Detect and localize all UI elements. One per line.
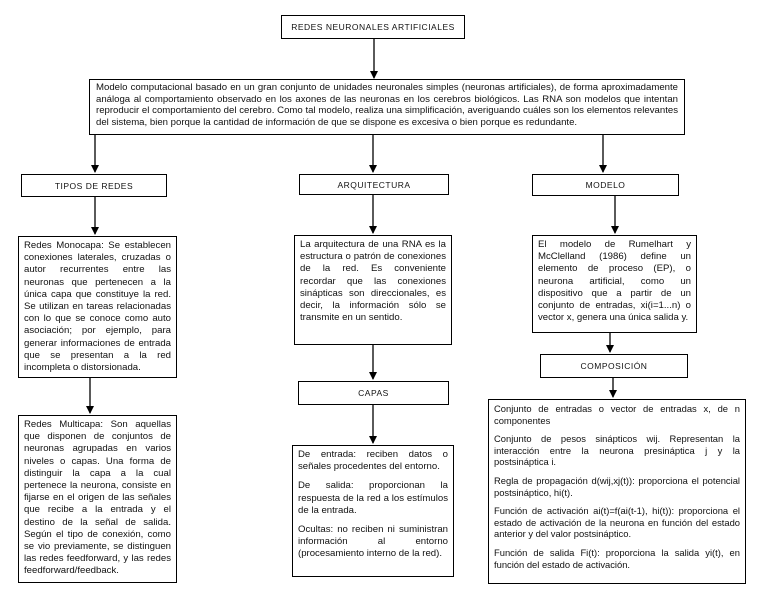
composicion-items-box: Conjunto de entradas o vector de entrada… xyxy=(488,399,746,584)
capa-entrada: De entrada: reciben datos o señales proc… xyxy=(298,449,448,473)
definition-text: Modelo computacional basado en un gran c… xyxy=(96,82,678,128)
modelo-title: MODELO xyxy=(585,180,626,190)
monocapa-box: Redes Monocapa: Se establecen conexiones… xyxy=(18,236,177,378)
modelo-text-box: El modelo de Rumelhart y McClelland (198… xyxy=(532,235,697,333)
composicion-item: Conjunto de entradas o vector de entrada… xyxy=(494,403,740,426)
multicapa-text: Redes Multicapa: Son aquellas que dispon… xyxy=(24,419,171,577)
capas-title: CAPAS xyxy=(358,388,389,398)
arquitectura-text: La arquitectura de una RNA es la estruct… xyxy=(300,239,446,324)
capas-title-box: CAPAS xyxy=(298,381,449,405)
tipos-title: TIPOS DE REDES xyxy=(54,180,134,191)
definition-box: Modelo computacional basado en un gran c… xyxy=(89,79,685,135)
capa-ocultas: Ocultas: no reciben ni suministran infor… xyxy=(298,524,448,560)
composicion-title-box: COMPOSICIÓN xyxy=(540,354,688,378)
arquitectura-title: ARQUITECTURA xyxy=(337,179,411,190)
composicion-item: Regla de propagación d(wij,xj(t)): propo… xyxy=(494,474,740,498)
modelo-title-box: MODELO xyxy=(532,174,679,196)
tipos-title-box: TIPOS DE REDES xyxy=(21,174,167,197)
composicion-title: COMPOSICIÓN xyxy=(580,361,648,371)
composicion-item: Función de salida Fi(t): proporciona la … xyxy=(494,546,740,570)
root-title-box: REDES NEURONALES ARTIFICIALES xyxy=(281,15,465,39)
arquitectura-text-box: La arquitectura de una RNA es la estruct… xyxy=(294,235,452,345)
capa-salida: De salida: proporcionan la respuesta de … xyxy=(298,480,448,516)
composicion-item: Función de activación ai(t)=f(ai(t-1), h… xyxy=(494,505,740,540)
monocapa-text: Redes Monocapa: Se establecen conexiones… xyxy=(24,240,171,374)
capas-layers-box: De entrada: reciben datos o señales proc… xyxy=(292,445,454,577)
composicion-item: Conjunto de pesos sinápticos wij. Repres… xyxy=(494,433,740,468)
root-title: REDES NEURONALES ARTIFICIALES xyxy=(291,22,455,32)
multicapa-box: Redes Multicapa: Son aquellas que dispon… xyxy=(18,415,177,583)
modelo-text: El modelo de Rumelhart y McClelland (198… xyxy=(538,239,691,324)
arquitectura-title-box: ARQUITECTURA xyxy=(299,174,449,195)
